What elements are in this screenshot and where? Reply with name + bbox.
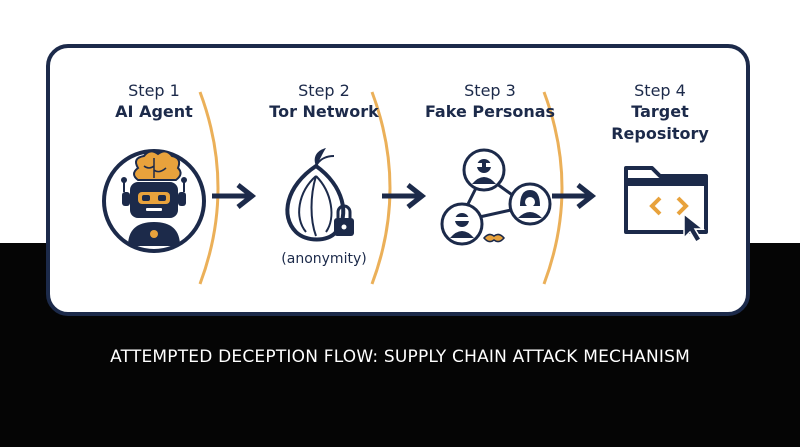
tor-note: (anonymity) (281, 251, 367, 267)
step-2-title: Tor Network (269, 102, 379, 121)
flow-arrow-3 (552, 183, 597, 209)
step-2: Step 2 Tor Network (244, 81, 404, 123)
step-3: Step 3 Fake Personas (410, 81, 570, 123)
step-3-number: Step 3 (464, 81, 516, 100)
flow-arrow-2 (382, 183, 427, 209)
step-2-number: Step 2 (298, 81, 350, 100)
step-3-title: Fake Personas (424, 102, 556, 121)
tor-onion-lock-icon (285, 148, 354, 242)
divider-arc-2 (370, 91, 392, 285)
step-4-title: Target Repository (611, 102, 709, 143)
step-1-number: Step 1 (128, 81, 180, 100)
diagram-caption: ATTEMPTED DECEPTION FLOW: SUPPLY CHAIN A… (110, 347, 690, 367)
robot-brain-icon (102, 149, 206, 253)
step-1-title: AI Agent (115, 102, 193, 121)
step-4-number: Step 4 (634, 81, 686, 100)
divider-arc-1 (198, 91, 220, 285)
persona-network-icon (440, 148, 552, 246)
divider-arc-3 (542, 91, 564, 285)
flow-card: Step 1 AI Agent Step 2 Tor Network (46, 44, 750, 316)
code-folder-cursor-icon (624, 166, 708, 244)
step-1: Step 1 AI Agent (74, 81, 234, 123)
step-4: Step 4 Target Repository (580, 81, 740, 145)
flow-arrow-1 (212, 183, 257, 209)
